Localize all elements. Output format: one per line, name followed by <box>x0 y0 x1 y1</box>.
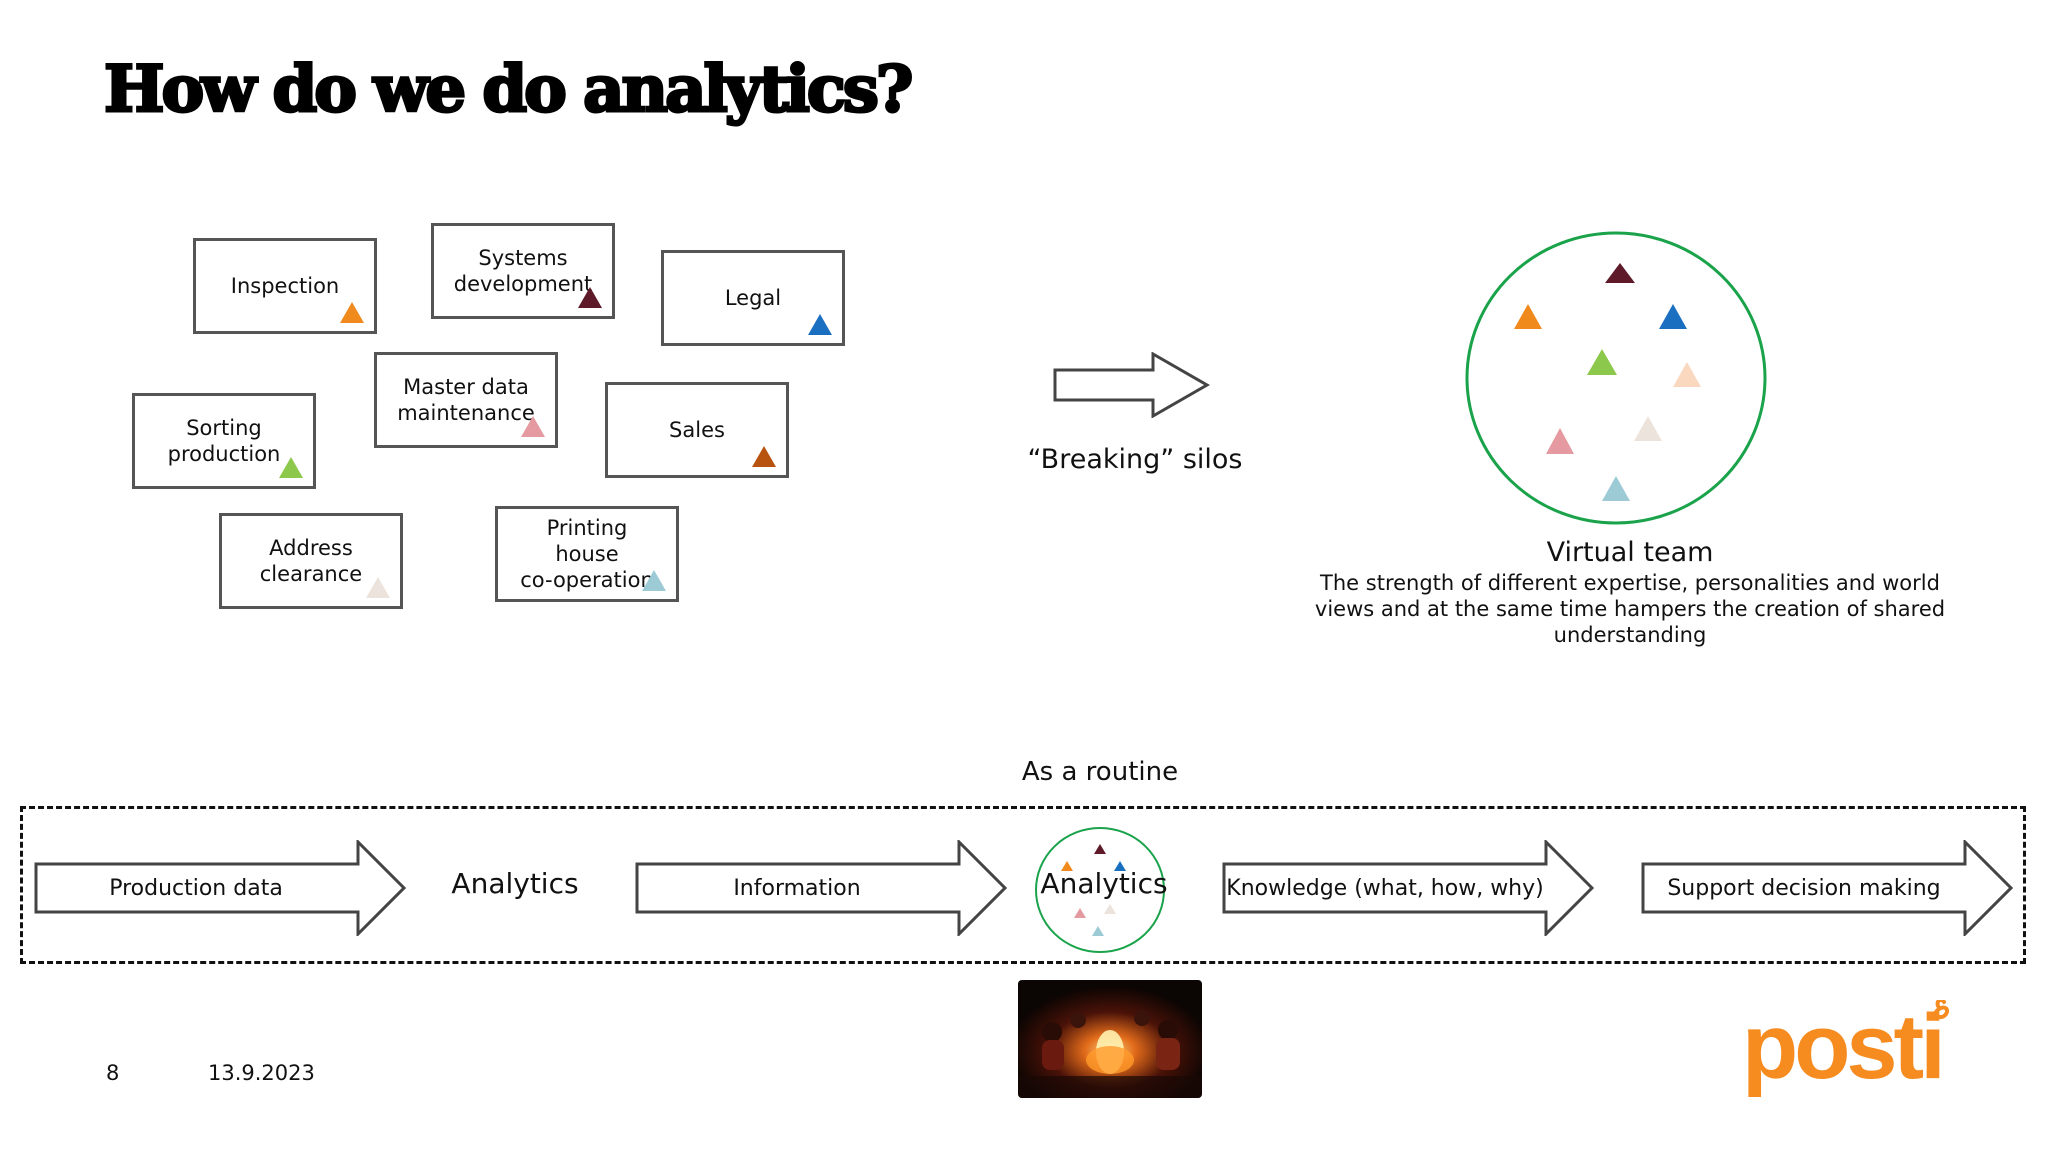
brown-triangle-icon <box>752 446 776 467</box>
silo-box-address-clearance: Address clearance <box>219 513 403 609</box>
posti-logo: posti <box>1742 1000 1949 1098</box>
knowledge-label: Knowledge (what, how, why) <box>1226 876 1544 901</box>
svg-text:posti: posti <box>1742 1000 1942 1098</box>
silo-box-sales: Sales <box>605 382 789 478</box>
campfire-image <box>1018 980 1202 1098</box>
green-triangle-icon <box>1587 349 1617 375</box>
virtual-team-circle <box>1465 231 1767 525</box>
orange-triangle-icon <box>1514 304 1542 329</box>
support-decision-arrow-icon <box>1641 840 2014 936</box>
blue-triangle-icon <box>808 314 832 335</box>
orange-triangle-icon <box>340 302 364 323</box>
beige-triangle-icon <box>1104 904 1116 914</box>
routine-label: As a routine <box>1021 757 1179 787</box>
silo-box-legal: Legal <box>661 250 845 346</box>
silo-label: Master data maintenance <box>397 375 535 425</box>
maroon-triangle-icon <box>1605 263 1635 283</box>
pink-triangle-icon <box>1074 908 1086 918</box>
orange-triangle-icon <box>1061 861 1073 871</box>
production-data-arrow-icon <box>34 840 407 936</box>
beige-triangle-icon <box>1634 416 1662 441</box>
information-label: Information <box>733 876 861 901</box>
silo-box-inspection: Inspection <box>193 238 377 334</box>
production-data-label: Production data <box>109 876 283 901</box>
silo-box-sorting-production: Sorting production <box>132 393 316 489</box>
silo-box-printing-house: Printing house co-operation <box>495 506 679 602</box>
silo-label: Address clearance <box>259 536 363 586</box>
silo-label: Printing house co-operation <box>520 516 654 592</box>
blue-triangle-icon <box>1114 861 1126 871</box>
silo-label: Sorting production <box>167 416 281 466</box>
analytics-team-circle <box>1035 827 1165 953</box>
maroon-triangle-icon <box>1094 844 1106 854</box>
analytics-label: Analytics <box>451 867 579 900</box>
information-arrow-icon <box>635 840 1008 936</box>
silo-label: Sales <box>669 418 725 442</box>
page-number: 8 <box>106 1061 120 1085</box>
slide-date: 13.9.2023 <box>208 1061 315 1085</box>
slide-title: How do we do analytics? <box>102 52 914 127</box>
silo-label: Legal <box>724 286 782 310</box>
silo-label: Inspection <box>230 274 340 298</box>
silo-box-systems-development: Systems development <box>431 223 615 319</box>
blue-triangle-icon <box>1659 304 1687 329</box>
breaking-silos-label: “Breaking” silos <box>1027 444 1243 475</box>
green-triangle-icon <box>279 457 303 478</box>
support-decision-label: Support decision making <box>1667 876 1941 901</box>
light-blue-triangle-icon <box>642 570 666 591</box>
virtual-team-description: The strength of different expertise, per… <box>1314 571 1946 647</box>
light-blue-triangle-icon <box>1602 476 1630 501</box>
pink-triangle-icon <box>1546 428 1574 454</box>
maroon-triangle-icon <box>578 287 602 308</box>
silo-label: Systems development <box>453 246 593 296</box>
beige-triangle-icon <box>366 577 390 598</box>
peach-triangle-icon <box>1673 362 1701 387</box>
breaking-silos-arrow-icon <box>1053 352 1211 418</box>
routine-dashed-frame <box>20 806 2026 964</box>
knowledge-arrow-icon <box>1222 840 1595 936</box>
silo-box-master-data: Master data maintenance <box>374 352 558 448</box>
light-blue-triangle-icon <box>1092 926 1104 936</box>
virtual-team-title: Virtual team <box>1546 537 1714 568</box>
analytics-circle-label: Analytics <box>1040 867 1168 900</box>
pink-triangle-icon <box>521 416 545 437</box>
